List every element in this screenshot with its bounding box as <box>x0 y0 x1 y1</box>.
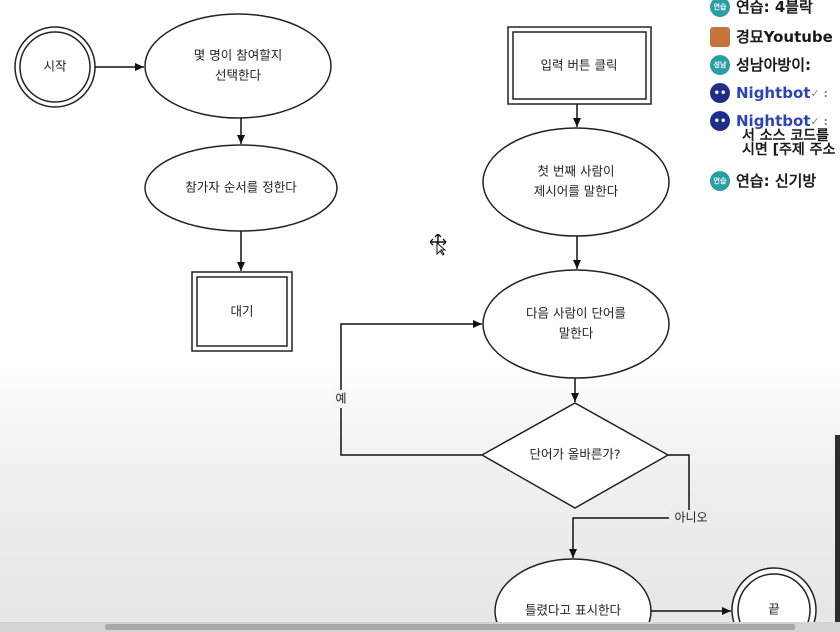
robot-icon: •• <box>710 83 730 103</box>
end-node-label: 끝 <box>768 602 780 617</box>
start-node: 시작 <box>14 26 96 108</box>
first-says-label-1: 첫 번째 사람이 <box>538 164 615 179</box>
chat-username: Nightbot <box>736 84 811 102</box>
chat-text: 경묘Youtube <box>736 28 833 46</box>
show-wrong-node: 틀렸다고 표시한다 <box>494 558 652 632</box>
chat-message-4: •• Nightbot ✓ : <box>710 83 828 103</box>
chat-message-6: 연습 연습: 신기방 <box>710 170 816 191</box>
chat-overlay: 연습 연습: 4블락 경묘Youtube 성남 성남아방이: •• Nightb… <box>710 0 840 200</box>
is-correct-decision: 단어가 올바른가? <box>480 402 670 509</box>
is-correct-label: 단어가 올바른가? <box>529 447 620 462</box>
next-says-label-1: 다음 사람이 단어를 <box>526 306 626 321</box>
chat-message-3: 성남 성남아방이: <box>710 54 811 75</box>
click-input-label: 입력 버튼 클릭 <box>541 58 618 73</box>
choose-count-label-2: 선택한다 <box>215 68 262 83</box>
end-node: 끝 <box>731 567 817 632</box>
chat-text: 성남아방이: <box>736 56 811 74</box>
chat-message-1: 연습 연습: 4블락 <box>710 0 813 17</box>
chat-text: 연습: 신기방 <box>736 172 817 190</box>
chat-message-2: 경묘Youtube <box>710 26 833 47</box>
chat-text: 연습: 4블락 <box>736 0 813 16</box>
next-says-node: 다음 사람이 단어를 말한다 <box>482 269 670 379</box>
chat-badge: 연습 <box>710 0 730 17</box>
robot-icon: •• <box>710 111 730 131</box>
wait-node: 대기 <box>191 271 293 352</box>
wait-label: 대기 <box>230 304 253 319</box>
pixel-avatar-icon <box>710 26 730 47</box>
chat-text: ✓ : <box>810 114 828 128</box>
first-says-label-2: 제시어를 말한다 <box>534 184 619 199</box>
choose-count-label-1: 몇 명이 참여할지 <box>194 48 282 63</box>
chat-badge: 성남 <box>710 54 730 75</box>
scrollbar-thumb[interactable] <box>105 624 795 630</box>
yes-label-bg <box>332 390 350 408</box>
edge-label-no: 아니오 <box>674 511 707 525</box>
horizontal-scrollbar[interactable] <box>0 622 840 632</box>
chat-message-5-line-3: 시면 [주제 주소 <box>742 142 836 158</box>
move-cursor-icon <box>430 234 447 256</box>
chat-username: Nightbot <box>736 112 811 130</box>
chat-text: ✓ : <box>810 86 828 100</box>
right-edge-panel <box>835 435 840 622</box>
choose-count-node: 몇 명이 참여할지 선택한다 <box>144 13 332 119</box>
click-input-node: 입력 버튼 클릭 <box>507 26 652 105</box>
set-order-label: 참가자 순서를 정한다 <box>185 180 297 195</box>
edge-label-yes: 예 <box>335 392 346 406</box>
chat-message-5: •• Nightbot ✓ : <box>710 111 828 131</box>
chat-badge: 연습 <box>710 170 730 191</box>
next-says-label-2: 말한다 <box>559 326 594 341</box>
start-node-label: 시작 <box>43 59 67 74</box>
first-says-node: 첫 번째 사람이 제시어를 말한다 <box>482 127 670 237</box>
chat-message-5-line-2: 서 소스 코드를 <box>742 128 830 144</box>
set-order-node: 참가자 순서를 정한다 <box>144 144 338 232</box>
show-wrong-label: 틀렸다고 표시한다 <box>525 603 621 618</box>
no-label-bg <box>669 510 713 527</box>
edge-decision-yes-loop <box>340 320 482 456</box>
